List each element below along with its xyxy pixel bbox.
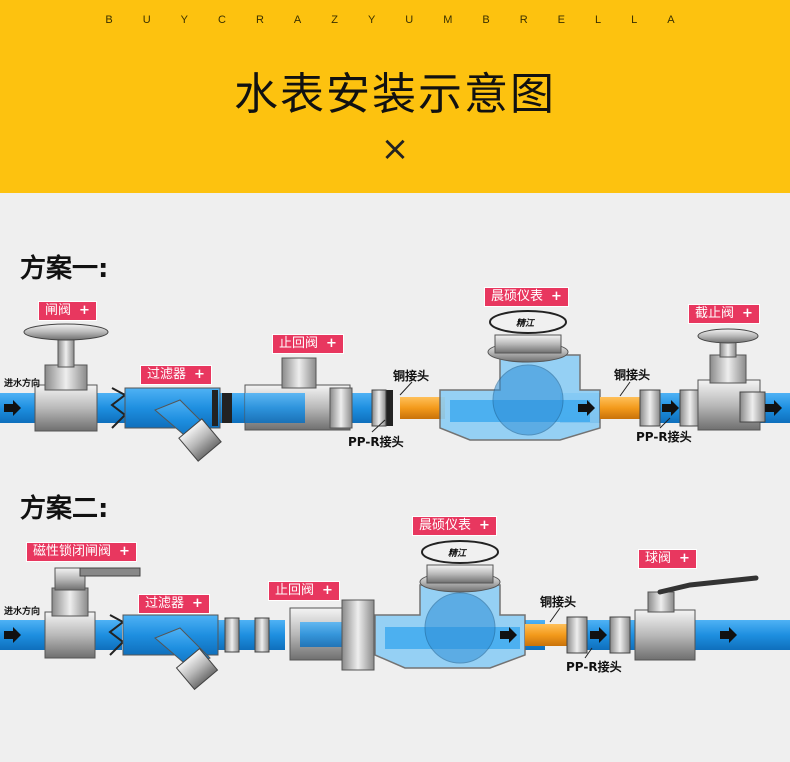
plus-icon: + xyxy=(326,336,337,351)
scheme2-tag-ball-valve[interactable]: 球阀 + xyxy=(638,549,697,569)
plus-icon: + xyxy=(679,551,690,566)
tag-label: 过滤器 xyxy=(145,596,185,611)
scheme1-tag-gate-valve[interactable]: 闸阀 + xyxy=(38,301,97,321)
scheme1-inlet-label: 进水方向 xyxy=(4,379,41,389)
scheme2-pipe-outlet xyxy=(690,620,790,650)
scheme1-copper-joint-right xyxy=(600,397,640,419)
scheme2-tag-magnetic-valve[interactable]: 磁性锁闭闸阀 + xyxy=(26,542,137,562)
plus-icon: + xyxy=(479,518,490,533)
tag-label: 闸阀 xyxy=(45,303,72,318)
scheme2-ppr-joint-label: PP-R接头 xyxy=(566,660,622,674)
scheme2-pipe-valve-filter xyxy=(92,620,122,650)
scheme1-tag-check-valve[interactable]: 止回阀 + xyxy=(272,334,344,354)
scheme2-tag-check-valve[interactable]: 止回阀 + xyxy=(268,581,340,601)
plus-icon: + xyxy=(551,289,562,304)
scheme1-ppr-joint-right xyxy=(639,389,701,427)
page-title: 水表安装示意图 xyxy=(234,69,556,120)
scheme2-meter xyxy=(374,540,526,669)
scheme2-ball-valve xyxy=(634,575,759,661)
scheme1-check-valve xyxy=(222,357,353,431)
brand-text: BUYCRAZYUMBRELLA xyxy=(105,14,705,26)
scheme1-meter-lid-text: 精江 xyxy=(516,319,535,329)
scheme1-ppr-joint-left xyxy=(371,389,393,427)
tag-label: 止回阀 xyxy=(275,583,315,598)
scheme1-gate-valve xyxy=(23,323,109,432)
scheme1-diagram xyxy=(0,310,790,462)
times-symbol: × xyxy=(380,129,410,169)
scheme1-tag-stop-valve[interactable]: 截止阀 + xyxy=(688,304,760,324)
scheme2-tag-meter[interactable]: 晨硕仪表 + xyxy=(412,516,497,536)
scheme1-title: 方案一: xyxy=(20,254,109,284)
plus-icon: + xyxy=(742,306,753,321)
tag-label: 磁性锁闭闸阀 xyxy=(33,544,112,559)
scheme2-filter xyxy=(108,614,270,691)
scheme1-copper-joint-left xyxy=(400,397,445,419)
scheme1-filter xyxy=(110,387,222,462)
scheme2-ppr-joint xyxy=(566,616,631,654)
plus-icon: + xyxy=(79,303,90,318)
scheme2-copper-joint-label: 铜接头 xyxy=(540,595,577,609)
scheme1-stop-valve xyxy=(697,328,766,431)
tag-label: 过滤器 xyxy=(147,367,187,382)
scheme2-copper-joint xyxy=(525,624,567,646)
tag-label: 截止阀 xyxy=(695,306,735,321)
tag-label: 球阀 xyxy=(645,551,672,566)
scheme1-copper-joint-left-label: 铜接头 xyxy=(393,369,430,383)
plus-icon: + xyxy=(192,596,203,611)
scheme2-title: 方案二: xyxy=(20,494,109,524)
header-banner: BUYCRAZYUMBRELLA 水表安装示意图 × xyxy=(0,0,790,193)
plus-icon: + xyxy=(322,583,333,598)
tag-label: 晨硕仪表 xyxy=(491,289,544,304)
scheme2-check-valve xyxy=(289,599,375,671)
scheme2-inlet-label: 进水方向 xyxy=(4,607,41,617)
scheme2-magnetic-valve xyxy=(44,567,141,659)
scheme1-tag-filter[interactable]: 过滤器 + xyxy=(140,365,212,385)
scheme2-tag-filter[interactable]: 过滤器 + xyxy=(138,594,210,614)
tag-label: 晨硕仪表 xyxy=(419,518,472,533)
plus-icon: + xyxy=(194,367,205,382)
scheme1-meter xyxy=(439,310,601,441)
scheme1-tag-meter[interactable]: 晨硕仪表 + xyxy=(484,287,569,307)
scheme1-copper-joint-right-label: 铜接头 xyxy=(614,368,651,382)
scheme1-ppr-joint-left-label: PP-R接头 xyxy=(348,435,404,449)
tag-label: 止回阀 xyxy=(279,336,319,351)
plus-icon: + xyxy=(119,544,130,559)
scheme2-meter-lid-text: 精江 xyxy=(448,549,467,559)
scheme1-ppr-joint-right-label: PP-R接头 xyxy=(636,430,692,444)
scheme2-diagram xyxy=(0,540,790,691)
